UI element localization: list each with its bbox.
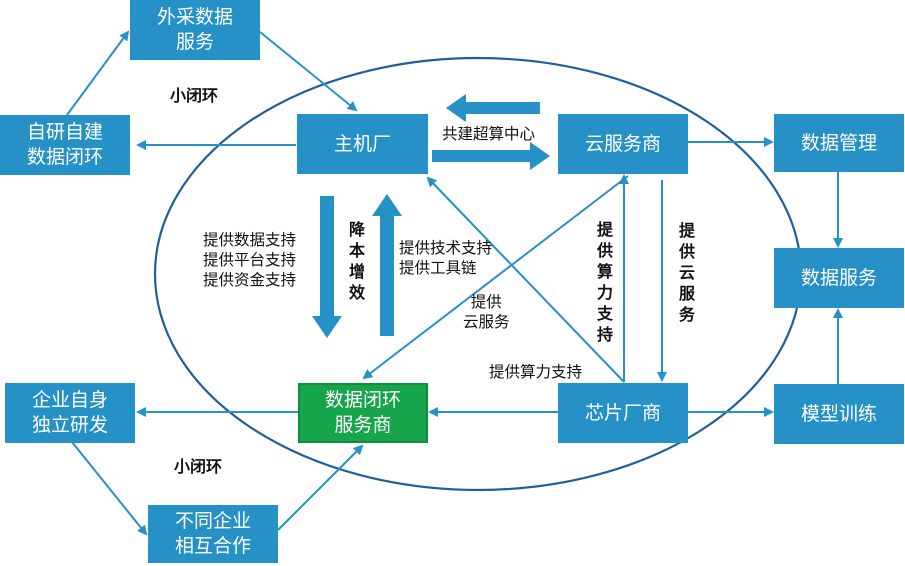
node-ziyan: 自研自建 数据闭环 [0,115,130,175]
label-cost-down: 降本增效 [348,220,365,302]
label-left-support: 提供数据支持 提供平台支持 提供资金支持 [203,231,297,289]
edge-yun-bihuan [362,175,629,380]
node-butong: 不同企业 相互合作 [148,505,278,563]
label-small-loop-bottom: 小闭环 [174,457,223,476]
node-qiye: 企业自身 独立研发 [5,383,135,443]
label-compute-support-vertical: 提供算力支持 [596,220,613,344]
thick-arrow-down [312,196,342,338]
edge-qiye-butong [71,441,148,536]
label-cosuper: 共建超算中心 [442,125,536,143]
node-xinpian: 芯片厂商 [558,383,688,443]
thick-arrow-right [432,142,550,170]
label-tech-support: 提供技术支持 提供工具链 [399,239,493,277]
node-zhuji: 主机厂 [297,114,428,174]
edge-ziyan-waicai [66,30,130,116]
label-cloud-service-vertical: 提供云服务 [678,221,695,324]
node-shujufuwu: 数据服务 [774,248,904,308]
node-moxing: 模型训练 [774,384,904,444]
thick-arrow-left [446,94,540,122]
node-bihuan: 数据闭环 服务商 [298,383,428,443]
node-waicai: 外采数据 服务 [130,0,260,60]
thick-arrow-up [372,194,402,336]
label-compute-support-horizontal: 提供算力支持 [489,363,583,381]
edge-butong-bihuan [277,444,364,531]
label-small-loop-top: 小闭环 [170,86,219,105]
node-yunfuwu: 云服务商 [558,114,688,174]
node-shujuguanli: 数据管理 [774,114,904,172]
label-cloud-provide: 提供 云服务 [463,293,510,331]
edge-waicai-zhuji [259,31,358,112]
edge-xinpian-zhuji [426,176,625,383]
